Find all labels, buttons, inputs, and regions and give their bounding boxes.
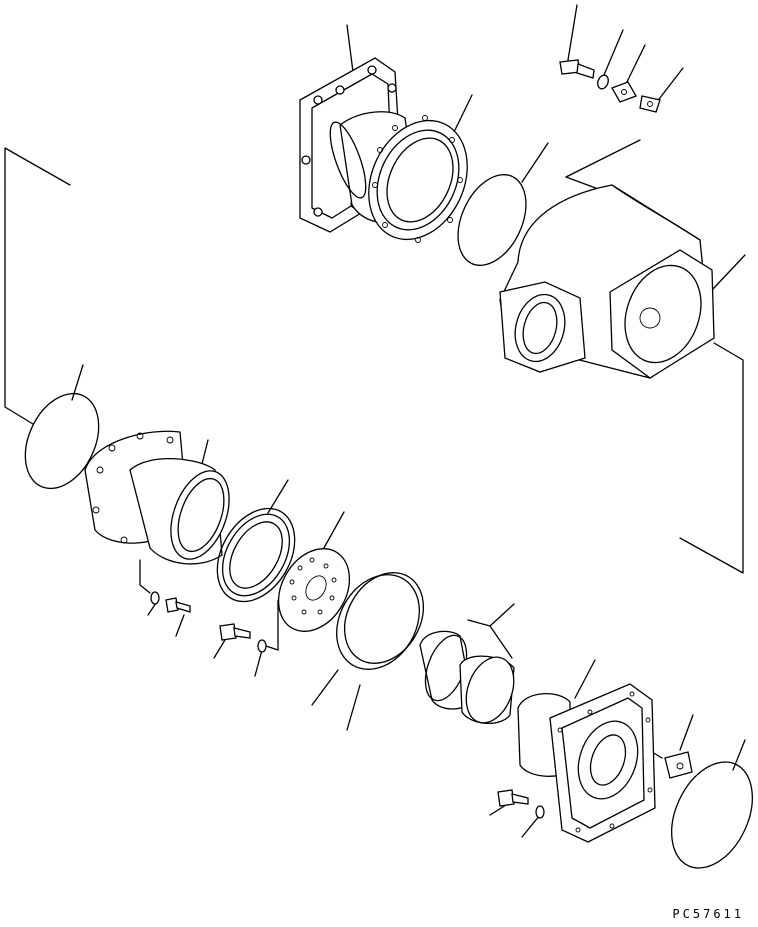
upper-o-ring — [457, 174, 527, 266]
friction-disc — [216, 507, 296, 603]
left-o-ring — [24, 392, 100, 490]
assembly-bracket-lines — [4, 139, 744, 759]
transfer-case-housing — [499, 184, 715, 379]
upper-bolt-set — [559, 59, 661, 113]
bushings — [419, 630, 515, 724]
upper-flange-ring — [368, 115, 468, 243]
left-bolts — [150, 591, 267, 653]
output-cover — [517, 683, 693, 843]
left-coupling-flange — [84, 430, 230, 565]
split-rings — [336, 572, 424, 670]
lower-bolts — [497, 789, 545, 819]
drawing-code: PC57611 — [672, 907, 744, 921]
perforated-plate — [277, 548, 351, 632]
bottom-o-ring — [671, 761, 753, 869]
leader-lines — [71, 4, 746, 838]
